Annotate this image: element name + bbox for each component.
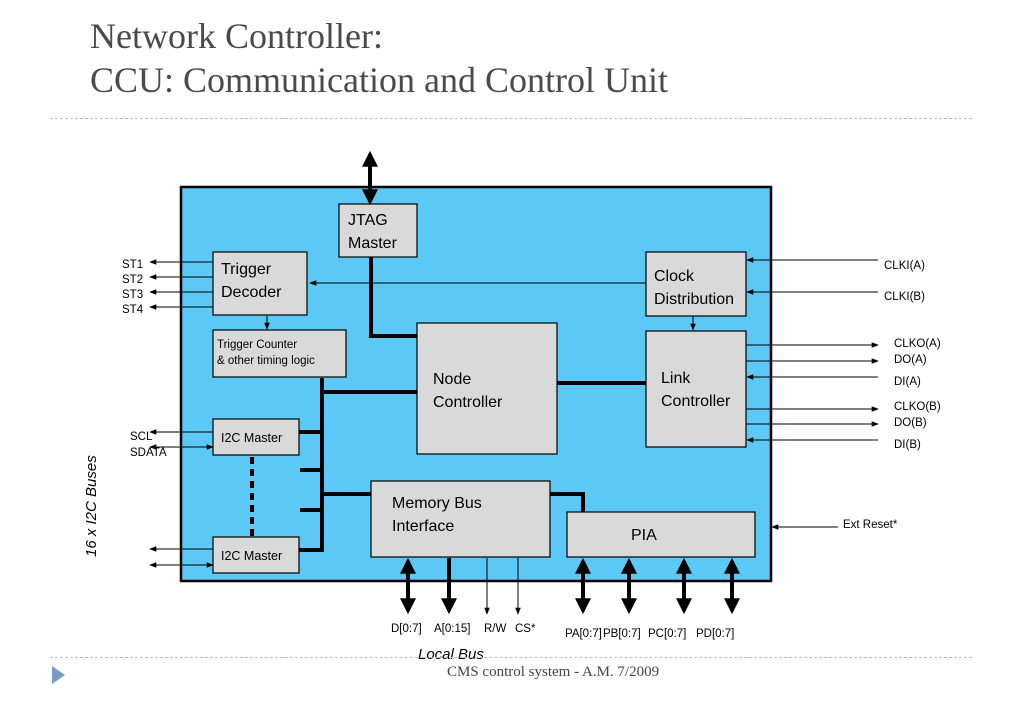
di-a-label: DI(A): [894, 376, 921, 388]
i2c-master-bottom-block: I2C Master: [212, 536, 300, 574]
sdata-label: SDATA: [130, 447, 167, 459]
di-b-label: DI(B): [894, 439, 921, 451]
pia-label: PIA: [631, 527, 657, 544]
clock-distribution-label-1: Clock: [654, 268, 695, 285]
right-signal-arrows: [746, 257, 879, 530]
i2c-master-top-label: I2C Master: [221, 431, 282, 445]
link-controller-label-1: Link: [661, 370, 691, 387]
local-bus-label: Local Bus: [418, 646, 484, 663]
st2-label: ST2: [122, 274, 143, 286]
st4-label: ST4: [122, 304, 144, 316]
footer-text: CMS control system - A.M. 7/2009: [447, 664, 660, 680]
i2c-master-top-block: I2C Master: [212, 418, 300, 456]
pia-pin-pb: PB[0:7]: [603, 628, 641, 640]
local-bus-pin-rw: R/W: [484, 623, 507, 635]
memory-bus-label-2: Interface: [392, 518, 454, 535]
jtag-master-block: JTAG Master: [338, 203, 418, 258]
i2c-master-bottom-label: I2C Master: [221, 549, 282, 563]
title-line-1: Network Controller:: [90, 16, 383, 56]
pia-port-arrows: [575, 557, 740, 615]
pia-block: PIA: [566, 511, 756, 558]
node-controller-label-1: Node: [433, 371, 471, 388]
memory-bus-interface-block: Memory Bus Interface: [370, 480, 551, 558]
trigger-decoder-label-1: Trigger: [221, 261, 272, 278]
page-title: Network Controller: CCU: Communication a…: [90, 14, 668, 102]
jtag-label-2: Master: [348, 235, 398, 252]
pia-pin-pa: PA[0:7]: [565, 628, 602, 640]
clko-a-label: CLKO(A): [894, 338, 941, 350]
local-bus-pin-d: D[0:7]: [391, 623, 422, 635]
local-bus-arrows: [400, 557, 521, 615]
trigger-decoder-label-2: Decoder: [221, 284, 282, 301]
pia-pin-pd: PD[0:7]: [696, 628, 734, 640]
trigger-counter-label-1: Trigger Counter: [217, 339, 297, 351]
st3-label: ST3: [122, 289, 143, 301]
memory-bus-label-1: Memory Bus: [392, 495, 482, 512]
bottom-divider: [50, 657, 972, 658]
ext-reset-label: Ext Reset*: [843, 519, 898, 531]
trigger-counter-block: Trigger Counter & other timing logic: [212, 329, 347, 378]
do-b-label: DO(B): [894, 417, 927, 429]
link-controller-block: Link Controller: [645, 330, 747, 448]
scl-label: SCL: [130, 431, 153, 443]
st1-label: ST1: [122, 259, 143, 271]
local-bus-pin-a: A[0:15]: [434, 623, 470, 635]
clock-distribution-block: Clock Distribution: [645, 251, 747, 317]
clki-b-label: CLKI(B): [884, 291, 925, 303]
i2c-external-arrows: [149, 429, 214, 568]
trigger-decoder-block: Trigger Decoder: [212, 251, 308, 316]
play-icon[interactable]: [52, 666, 65, 684]
top-divider: [50, 118, 972, 119]
link-controller-label-2: Controller: [661, 393, 731, 410]
trigger-counter-label-2: & other timing logic: [217, 355, 315, 367]
clko-b-label: CLKO(B): [894, 401, 941, 413]
node-controller-label-2: Controller: [433, 394, 503, 411]
clock-distribution-label-2: Distribution: [654, 291, 734, 308]
pia-pin-pc: PC[0:7]: [648, 628, 686, 640]
node-controller-block: Node Controller: [416, 322, 558, 455]
clki-a-label: CLKI(A): [884, 260, 925, 272]
st-arrows: [149, 259, 213, 310]
local-bus-pin-cs: CS*: [515, 623, 536, 635]
i2c-buses-label: 16 x I2C Buses: [83, 455, 100, 557]
jtag-label-1: JTAG: [348, 212, 388, 229]
internal-buses: [299, 256, 646, 552]
title-line-2: CCU: Communication and Control Unit: [90, 60, 668, 100]
do-a-label: DO(A): [894, 354, 927, 366]
